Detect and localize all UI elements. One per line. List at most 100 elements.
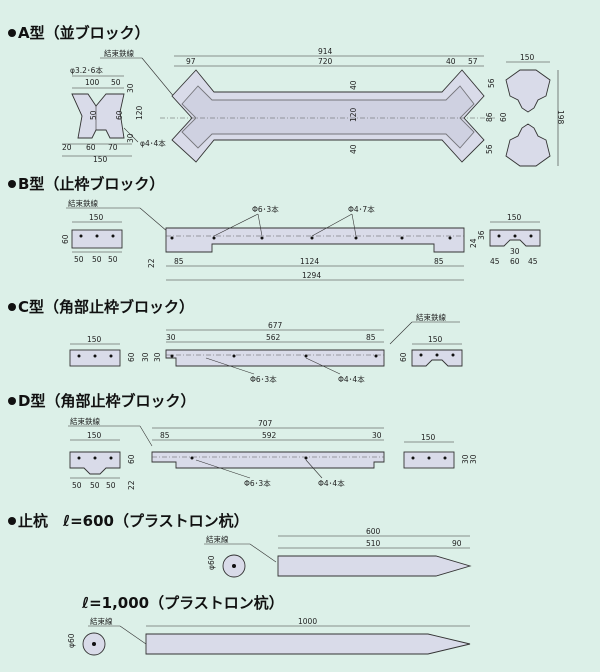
a-dim-60r: 60 (499, 112, 508, 122)
a-side-view (171, 69, 485, 163)
c-dim-562: 562 (266, 333, 281, 342)
d-dim-50c: 50 (106, 481, 116, 490)
s600-phi60: φ60 (207, 555, 216, 570)
b-dim-1294: 1294 (302, 271, 321, 280)
b-dim-60: 60 (61, 234, 70, 244)
c-tie-wire-label: 結束鉄線 (416, 312, 446, 322)
d-dim-30: 30 (372, 431, 382, 440)
b-dim-85b: 85 (434, 257, 444, 266)
title-stake600: 止杭 ℓ=600（プラストロン杭） (18, 512, 249, 530)
d-dim-592: 592 (262, 431, 277, 440)
a-dim-56b: 56 (485, 144, 494, 154)
a-dim-50v: 50 (89, 110, 98, 120)
d-end-view (69, 451, 121, 475)
a-dim-198: 198 (556, 110, 565, 125)
b-dim-1124: 1124 (300, 257, 319, 266)
bullet-d (8, 397, 16, 405)
a-dim-30b: 30 (126, 133, 135, 143)
a-dim-120: 120 (135, 105, 144, 120)
s1000-phi60: φ60 (67, 633, 76, 648)
title-stake1000: ℓ=1,000（プラストロン杭） (81, 594, 284, 612)
title-d: D型（角部止枠ブロック） (18, 392, 195, 410)
b-dim-45a: 45 (490, 257, 500, 266)
d-dim-60: 60 (127, 454, 136, 464)
a-rebar2-label: φ4･4本 (140, 138, 166, 148)
d-dim-22: 22 (127, 480, 136, 490)
a-dim-30a: 30 (126, 83, 135, 93)
s1000-dim-1000: 1000 (298, 617, 317, 626)
b-rebar47-label: Φ4･7本 (348, 204, 375, 214)
b-dim-30r: 30 (510, 247, 520, 256)
c-side-view (165, 349, 385, 367)
c-dim-60r: 60 (399, 352, 408, 362)
title-b: B型（止枠ブロック） (18, 175, 164, 193)
b-dim-24: 24 (469, 238, 478, 248)
d-dim-50a: 50 (72, 481, 82, 490)
a-dim-100: 100 (85, 78, 100, 87)
b-dim-85a: 85 (174, 257, 184, 266)
s600-dim-90: 90 (452, 539, 462, 548)
a-end-view (71, 93, 125, 139)
c-rebar63-label: Φ6･3本 (250, 374, 277, 384)
b-dim-45b: 45 (528, 257, 538, 266)
b-dim-22: 22 (147, 258, 156, 268)
d-dim-85: 85 (160, 431, 170, 440)
a-dim-60: 60 (86, 143, 96, 152)
a-dim-720: 720 (318, 57, 333, 66)
s1000-side-view (145, 633, 471, 655)
c-dim-30a: 30 (141, 352, 150, 362)
a-rebar1-label: φ3.2･6本 (70, 65, 103, 75)
c-rebar44-label: Φ4･4本 (338, 374, 365, 384)
bullet-c (8, 303, 16, 311)
c-dim-85: 85 (366, 333, 376, 342)
d-rebar44-label: Φ4･4本 (318, 478, 345, 488)
d-dim-707: 707 (258, 419, 273, 428)
b-rebar63-label: Φ6･3本 (252, 204, 279, 214)
c-dim-30: 30 (166, 333, 176, 342)
d-tie-wire-label: 結束鉄線 (70, 416, 100, 426)
bullet-stake (8, 517, 16, 525)
s600-dim-510: 510 (366, 539, 381, 548)
bullet-a (8, 29, 16, 37)
s1000-wire-label: 結束線 (90, 616, 113, 626)
b-dim-36: 36 (477, 230, 486, 240)
a-dim-70: 70 (108, 143, 118, 152)
a-dim-150r: 150 (520, 53, 535, 62)
c-dim-150a: 150 (87, 335, 102, 344)
b-dim-60r: 60 (510, 257, 520, 266)
c-dim-30b: 30 (153, 352, 162, 362)
bullet-b (8, 180, 16, 188)
a-dim-56a: 56 (487, 78, 496, 88)
a-dim-50: 50 (111, 78, 121, 87)
title-a: A型（並ブロック） (18, 24, 150, 42)
d-dim-30b: 30 (469, 454, 478, 464)
a-dim-40v-b: 40 (349, 144, 358, 154)
b-dim-50b: 50 (92, 255, 102, 264)
b-dim-150r: 150 (507, 213, 522, 222)
c-end-view-right (411, 349, 463, 367)
a-dim-60v: 60 (115, 110, 124, 120)
a-dim-57: 57 (468, 57, 478, 66)
b-end-view (71, 229, 123, 249)
a-dim-914: 914 (318, 47, 333, 56)
c-dim-60: 60 (127, 352, 136, 362)
b-dim-150: 150 (89, 213, 104, 222)
title-c: C型（角部止枠ブロック） (18, 298, 194, 316)
d-dim-30a: 30 (461, 454, 470, 464)
d-side-view (151, 451, 385, 469)
a-dim-120v: 120 (349, 107, 358, 122)
d-end-view-right (403, 451, 455, 469)
b-dim-50a: 50 (74, 255, 84, 264)
b-end-view-right (489, 229, 541, 247)
s600-side-view (277, 555, 472, 577)
d-dim-150: 150 (87, 431, 102, 440)
a-dim-40: 40 (446, 57, 456, 66)
a-end-view-right (505, 69, 551, 167)
a-dim-150: 150 (93, 155, 108, 164)
a-tie-wire-label: 結束鉄線 (104, 48, 134, 58)
d-rebar63-label: Φ6･3本 (244, 478, 271, 488)
a-dim-97: 97 (186, 57, 196, 66)
a-dim-86: 86 (485, 112, 494, 122)
c-dim-677: 677 (268, 321, 283, 330)
